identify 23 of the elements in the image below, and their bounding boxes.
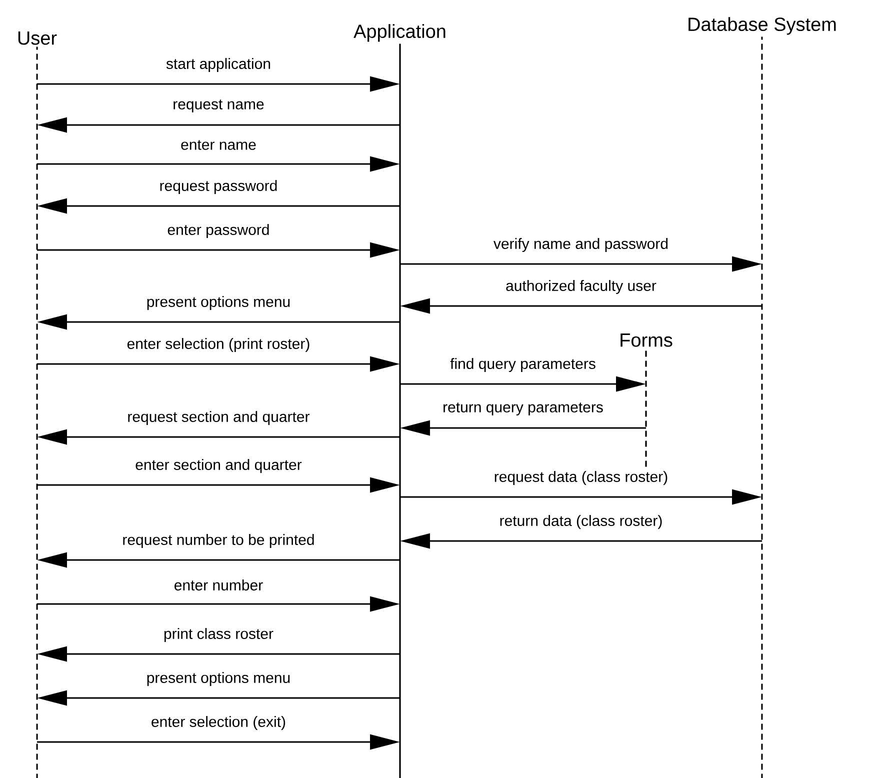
message-label: present options menu xyxy=(145,295,292,311)
message-label: enter name xyxy=(180,139,258,151)
message-label: present options menu xyxy=(145,671,292,687)
message-label: verify name and password xyxy=(492,237,670,253)
message-label: start application xyxy=(164,57,272,73)
message-label: print class roster xyxy=(162,627,275,643)
lifeline: User xyxy=(18,32,57,778)
message-label: return query parameters xyxy=(442,402,604,416)
lifeline: Database System xyxy=(688,17,836,778)
message-label: authorized faculty user xyxy=(504,279,658,295)
message-label: request data (class roster) xyxy=(492,470,670,486)
message-label: enter selection (print roster) xyxy=(126,337,312,353)
lifeline: Forms xyxy=(620,334,672,468)
message-label: enter section and quarter xyxy=(134,458,303,474)
message-label: request number to be printed xyxy=(121,533,316,549)
message-label: enter selection (exit) xyxy=(150,715,288,731)
message-label: find query parameters xyxy=(449,357,597,373)
message-label: request password xyxy=(158,179,279,195)
message-label: enter number xyxy=(172,578,264,592)
message-label: return data (class roster) xyxy=(498,514,664,530)
message-label: enter password xyxy=(166,223,271,239)
message-label: request section and quarter xyxy=(126,410,311,426)
message-label: request name xyxy=(172,98,266,114)
